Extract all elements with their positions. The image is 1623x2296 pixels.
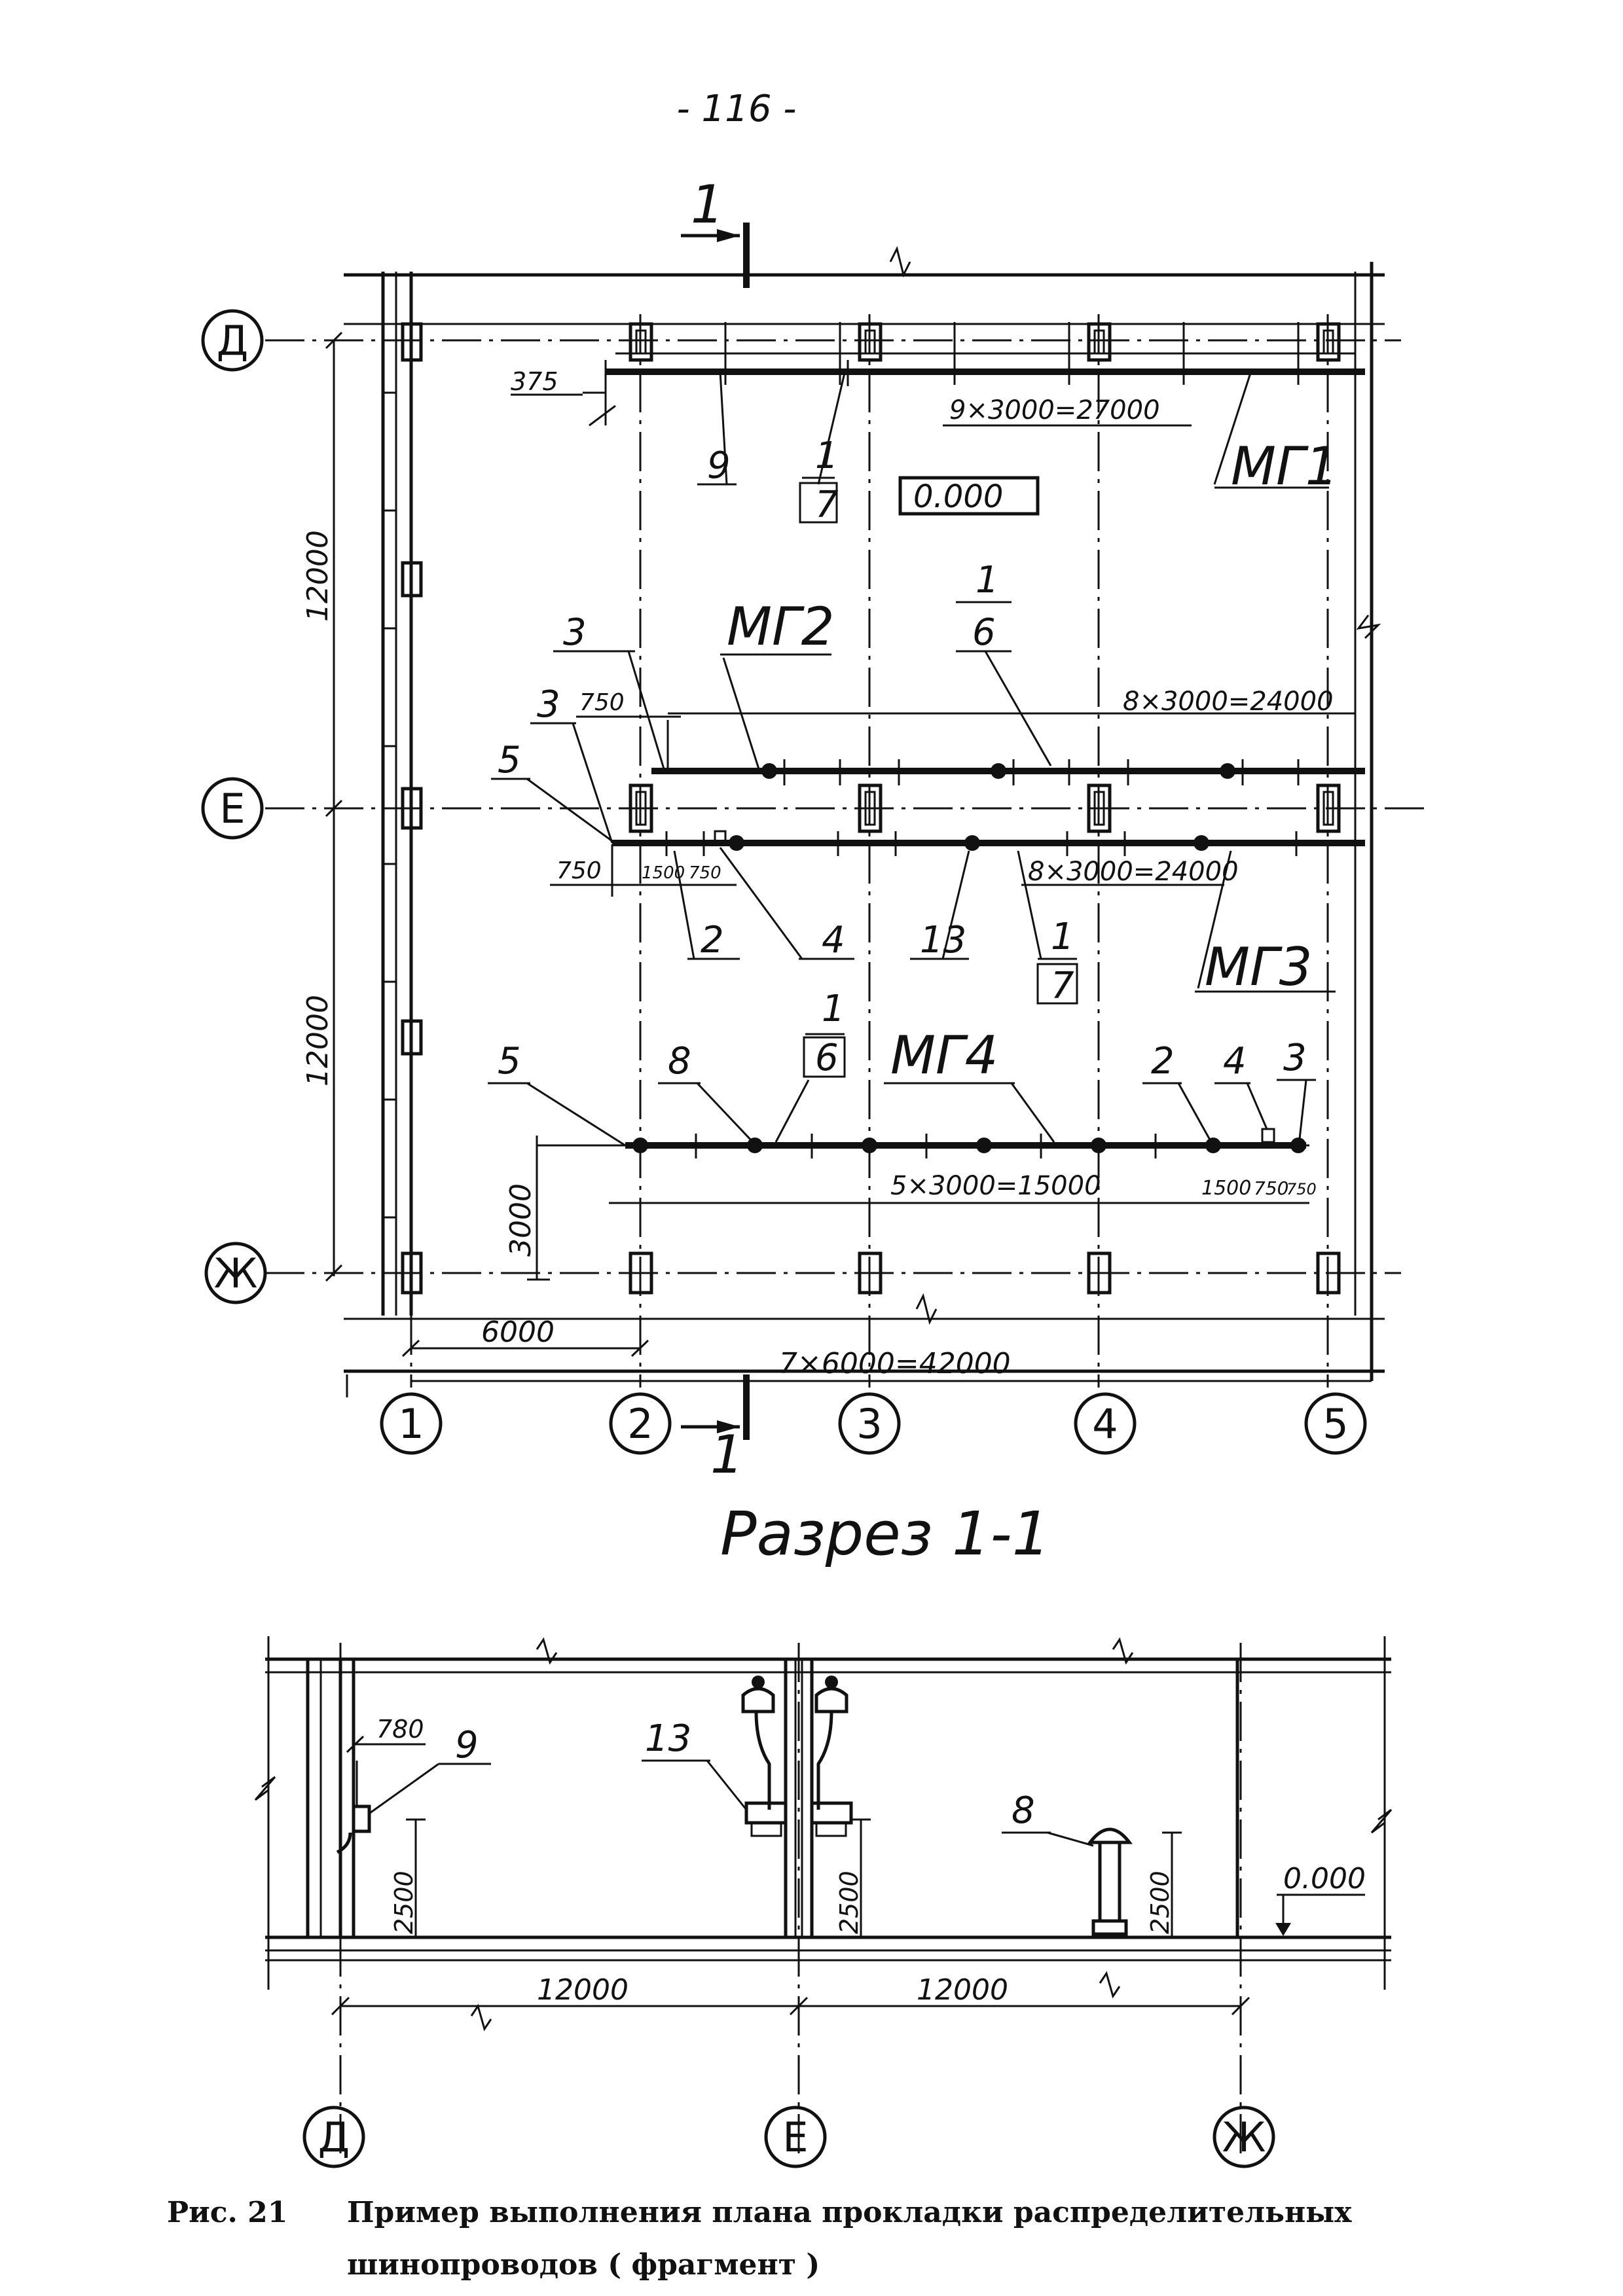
mg3-dim-label: 8×3000=24000	[1028, 857, 1239, 887]
column-busway-13	[741, 1676, 853, 1837]
section-mark-bottom: 1	[710, 1424, 744, 1485]
callout-5-b: 5	[498, 1040, 521, 1083]
axis-bubble-4	[1074, 1392, 1137, 1455]
axis-bubble-1	[380, 1392, 443, 1455]
section-title: Разрез 1-1	[720, 1499, 1050, 1569]
callout-3-b: 3	[537, 683, 560, 726]
mg1-dim-label: 9×3000=27000	[949, 395, 1160, 425]
mg2-dim-label: 8×3000=24000	[1123, 687, 1334, 717]
axis-label-D: Д	[217, 317, 248, 365]
mg4-devices	[632, 1128, 1306, 1158]
dim-bottom-42000: 7×6000=42000	[779, 1347, 1011, 1380]
page-number: - 116 -	[677, 88, 797, 130]
section-dim-780: 780	[376, 1715, 424, 1744]
dim-750-top: 750	[579, 689, 625, 716]
section-span-1: 12000	[537, 1973, 629, 2007]
section-bubble-D	[302, 2106, 365, 2168]
callout-4-b: 4	[1223, 1040, 1247, 1083]
mg3-label: МГ3	[1205, 937, 1313, 997]
dim-bottom-6000: 6000	[481, 1316, 555, 1349]
fraction-2-den: 6	[972, 611, 996, 654]
wall-bracket-busway	[336, 1761, 371, 1854]
dim-375: 375	[511, 367, 558, 396]
section-callout-9: 9	[455, 1724, 479, 1767]
mg2-label: МГ2	[727, 596, 835, 657]
dim-750-small: 750	[689, 863, 721, 883]
fraction-4-den: 6	[815, 1037, 839, 1079]
mg4-label: МГ4	[890, 1025, 998, 1086]
plan-view: 375 9×3000=27000 9 1 7 0.000 МГ1 12000 1…	[201, 174, 1427, 1485]
wall-panels	[383, 391, 396, 1219]
axis-label-5: 5	[1322, 1400, 1348, 1448]
caption-label: Рис. 21	[167, 2196, 287, 2229]
floor-level-box	[898, 476, 1040, 516]
dim-750-r1: 750	[1254, 1177, 1288, 1199]
axis-bubble-D	[201, 309, 264, 372]
fraction-3-den: 7	[1051, 965, 1074, 1007]
callout-3-c: 3	[1283, 1037, 1307, 1079]
axis-label-Zh: Ж	[214, 1249, 258, 1297]
building-columns	[401, 322, 1341, 1295]
dim-750-r2: 750	[1286, 1180, 1317, 1198]
mg4-dim-label: 5×3000=15000	[890, 1171, 1101, 1201]
callout-8-plan: 8	[668, 1040, 691, 1083]
axis-label-1: 1	[398, 1400, 424, 1448]
floor-level-label: 0.000	[913, 478, 1003, 515]
dim-750-left: 750	[556, 857, 602, 884]
axis-bubble-2	[609, 1392, 672, 1455]
fraction-2-num: 1	[976, 559, 999, 601]
fraction-1-top-den: 7	[815, 484, 839, 526]
callout-9-top: 9	[707, 444, 731, 487]
section-mark-top: 1	[691, 174, 724, 235]
axis-label-4: 4	[1092, 1400, 1118, 1448]
axis-bubble-E	[201, 777, 264, 840]
axis-bubble-3	[838, 1392, 901, 1455]
section-level-label: 0.000	[1283, 1862, 1366, 1895]
section-axis-Zh: Ж	[1222, 2113, 1266, 2161]
section-dim-2500-2: 2500	[835, 1871, 864, 1934]
section-bubble-E	[764, 2106, 827, 2168]
axis-label-2: 2	[627, 1400, 653, 1448]
callout-5-a: 5	[498, 739, 521, 781]
fraction-4-num: 1	[822, 988, 845, 1030]
floor-stand-8	[1086, 1827, 1133, 1936]
section-dim-2500-3: 2500	[1146, 1871, 1175, 1934]
axis-bubble-5	[1304, 1392, 1367, 1455]
caption-line-1: Пример выполнения плана прокладки распре…	[347, 2196, 1352, 2229]
mg2-devices	[761, 759, 1300, 785]
section-axis-D: Д	[318, 2113, 350, 2161]
callout-4-a: 4	[822, 919, 845, 961]
dim-left-12000-top: 12000	[301, 530, 335, 622]
section-view: 780 9 2500 13 2500	[254, 1636, 1393, 2168]
callout-2-a: 2	[701, 919, 724, 961]
section-bubble-Zh	[1213, 2106, 1275, 2168]
callout-2-b: 2	[1151, 1040, 1175, 1083]
section-span-2: 12000	[917, 1973, 1008, 2007]
callout-13-plan: 13	[920, 919, 966, 961]
mg3-devices	[665, 830, 1298, 856]
caption-line-2: шинопроводов ( фрагмент )	[347, 2248, 820, 2282]
section-dim-2500-1: 2500	[390, 1871, 418, 1934]
axis-label-E: Е	[219, 785, 245, 833]
fraction-3-num: 1	[1051, 916, 1074, 958]
section-callout-13: 13	[645, 1717, 691, 1760]
callout-3-a: 3	[563, 611, 587, 654]
axis-label-3: 3	[856, 1400, 882, 1448]
fraction-1-top-num: 1	[815, 435, 839, 477]
dim-left-12000-bottom: 12000	[301, 995, 335, 1086]
dim-1500-r: 1500	[1201, 1177, 1251, 1200]
dim-left-3000: 3000	[504, 1183, 538, 1257]
section-axis-E: Е	[782, 2113, 808, 2161]
section-callout-8: 8	[1012, 1789, 1035, 1832]
axis-bubble-Zh	[204, 1242, 267, 1304]
